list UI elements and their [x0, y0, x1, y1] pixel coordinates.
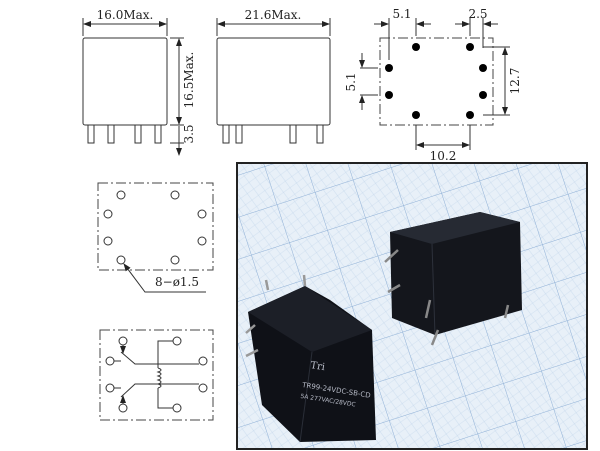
right-spacing: 12.7 [508, 68, 522, 95]
side-view: 21.6Max. [216, 8, 331, 144]
top-left-spacing: 5.1 [392, 7, 411, 21]
bottom-view: 8−ø1.5 [97, 182, 214, 293]
coil-icon [156, 367, 162, 389]
pin-layout: 5.1 2.5 5.1 12.7 10.2 [344, 7, 522, 163]
relay-body-side [216, 37, 331, 126]
relay-body-front [82, 37, 168, 126]
brand-logo: Tri [310, 360, 326, 373]
width-label: 16.0Max. [97, 8, 154, 22]
relay-front: Tri TR99-24VDC-SB-CD 5A 277VAC/28VDC [245, 274, 376, 443]
pins [87, 124, 162, 144]
front-view: 16.0Max. 16.5Max. 3.5 [82, 8, 196, 156]
relay-photo: Tri TR99-24VDC-SB-CD 5A 277VAC/28VDC [236, 162, 588, 450]
wiring-schematic [99, 329, 214, 421]
hole-label: 8−ø1.5 [155, 275, 199, 289]
hole-circles [103, 190, 207, 265]
height-label: 16.5Max. [182, 52, 196, 109]
relay-back [384, 212, 522, 346]
left-spacing: 5.1 [344, 72, 358, 91]
pin-length-label: 3.5 [182, 124, 196, 143]
pin-dots [385, 43, 487, 119]
bottom-spacing: 10.2 [430, 149, 457, 163]
top-right-spacing: 2.5 [468, 7, 487, 21]
width-label: 21.6Max. [245, 8, 302, 22]
